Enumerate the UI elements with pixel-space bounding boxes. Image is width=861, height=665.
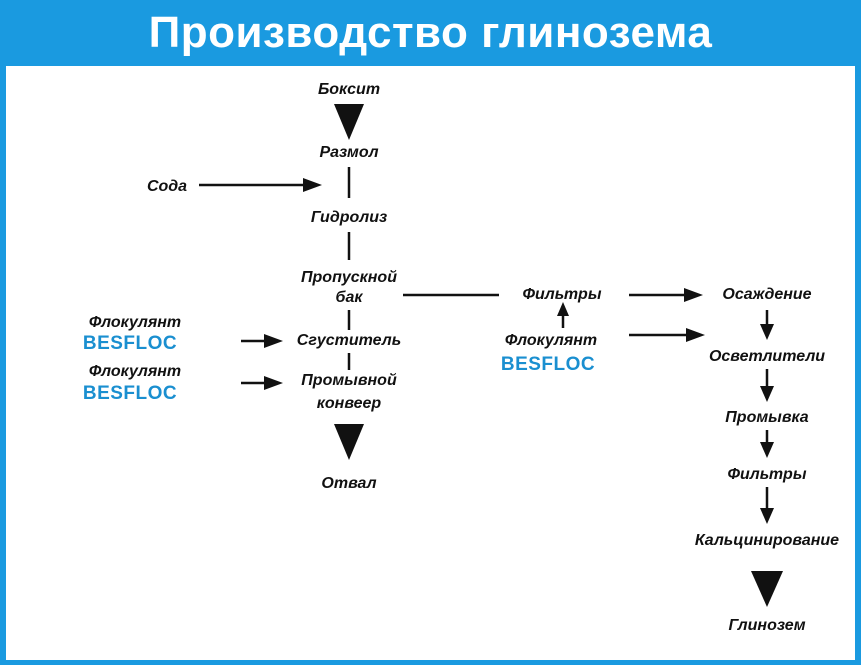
flocculant-mid-brand: BESFLOC [501,354,595,375]
node-thickener: Сгуститель [297,332,401,349]
node-filters-right: Фильтры [728,466,807,483]
flocculant-left-2-brand: BESFLOC [83,383,177,404]
arrow-conveyor-dump [334,424,364,460]
arrow-soda-head [303,178,322,192]
node-boxite: Боксит [318,81,380,98]
arrow-calc-alumina [751,571,783,607]
arrow-wash-filters-head [760,442,774,458]
node-grinding: Размол [319,144,378,161]
node-soda: Сода [147,178,187,195]
node-clarifiers: Осветлители [709,348,825,365]
arrow-flocculant-mid-right-head [686,328,705,342]
flocculant-left-1-label: Флокулянт [89,314,181,331]
arrow-flocculant-2-head [264,376,283,390]
flocculant-left-2-label: Флокулянт [89,363,181,380]
flocculant-left-1-brand: BESFLOC [83,333,177,354]
arrow-precip-clar-head [760,324,774,340]
arrow-clar-wash-head [760,386,774,402]
node-wash-conveyor-line1: Промывной [301,372,397,389]
node-filters-mid: Фильтры [523,286,602,303]
arrow-filters-precip-head [684,288,703,302]
node-pass-tank-line2: бак [336,289,364,306]
node-hydrolysis: Гидролиз [311,209,387,226]
arrow-flocculant-mid-head [557,302,569,316]
arrow-filters-calc-head [760,508,774,524]
node-washing: Промывка [725,409,809,426]
arrow-flocculant-1-head [264,334,283,348]
node-wash-conveyor-line2: конвеер [317,395,382,412]
flocculant-mid-label: Флокулянт [505,332,597,349]
node-alumina: Глинозем [728,617,805,634]
diagram-panel [6,66,855,660]
node-precipitation: Осаждение [722,286,811,303]
arrow-boxite-grinding [334,104,364,140]
page-title: Производство глинозема [148,8,713,57]
node-pass-tank-line1: Пропускной [301,269,397,286]
node-calcination: Кальцинирование [695,532,839,549]
node-dump: Отвал [321,475,376,492]
